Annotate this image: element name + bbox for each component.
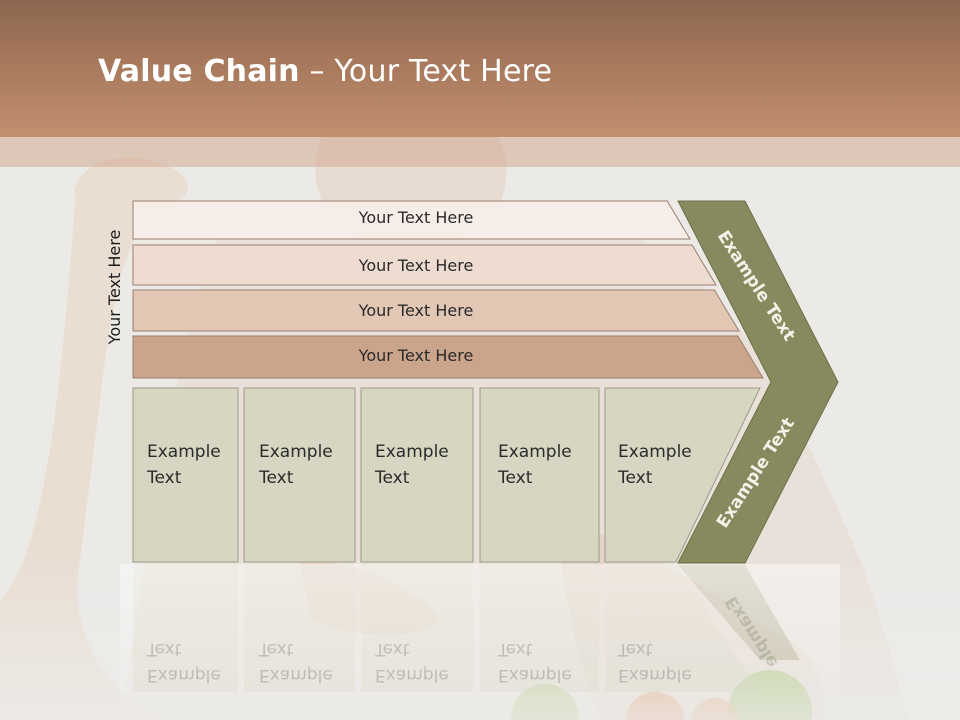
column-reflection-2-line-2: Text [259, 639, 294, 659]
header-accent-strip [0, 137, 960, 167]
column-reflection-2-line-1: Example [259, 665, 333, 685]
column-reflection-1-line-2: Text [147, 639, 182, 659]
bar-label-1: Your Text Here [358, 208, 474, 227]
title-rest: – Your Text Here [299, 54, 553, 89]
bar-label-3: Your Text Here [358, 301, 474, 320]
column-3 [360, 387, 474, 563]
column-5-line-1: Example [618, 442, 692, 462]
column-5-line-2: Text [618, 468, 653, 488]
column-reflection-2: Example Text [259, 636, 359, 688]
column-3-line-2: Text [375, 468, 410, 488]
column-4-line-1: Example [498, 442, 572, 462]
bar-3 [132, 289, 740, 332]
column-reflection-4: Example Text [498, 636, 598, 688]
header-band [0, 0, 960, 137]
column-4 [479, 387, 600, 563]
bar-1 [132, 200, 691, 240]
column-reflection-4-line-2: Text [498, 639, 533, 659]
column-reflection-3-line-1: Example [375, 665, 449, 685]
column-2 [243, 387, 356, 563]
column-2-line-2: Text [259, 468, 294, 488]
column-1-line-1: Example [147, 442, 221, 462]
bar-2 [132, 244, 717, 286]
bar-label-4: Your Text Here [358, 346, 474, 365]
bar-4 [132, 335, 764, 379]
column-reflection-5: Example Text [618, 636, 718, 688]
column-1 [132, 387, 239, 563]
column-1-line-2: Text [147, 468, 182, 488]
column-4-line-2: Text [498, 468, 533, 488]
slide-title: Value Chain – Your Text Here [98, 54, 552, 89]
title-bold: Value Chain [98, 54, 300, 89]
column-reflection-3: Example Text [375, 636, 475, 688]
column-reflection-1-line-1: Example [147, 665, 221, 685]
chevron-shape [677, 200, 839, 564]
column-reflection-1: Example Text [147, 636, 247, 688]
reflection-fade [120, 564, 840, 720]
column-2-line-1: Example [259, 442, 333, 462]
column-reflection-5-line-2: Text [618, 639, 653, 659]
column-5 [604, 387, 761, 563]
column-reflection-3-line-2: Text [375, 639, 410, 659]
bar-label-2: Your Text Here [358, 256, 474, 275]
column-reflection-4-line-1: Example [498, 665, 572, 685]
column-3-line-1: Example [375, 442, 449, 462]
column-reflection-5-line-1: Example [618, 665, 692, 685]
